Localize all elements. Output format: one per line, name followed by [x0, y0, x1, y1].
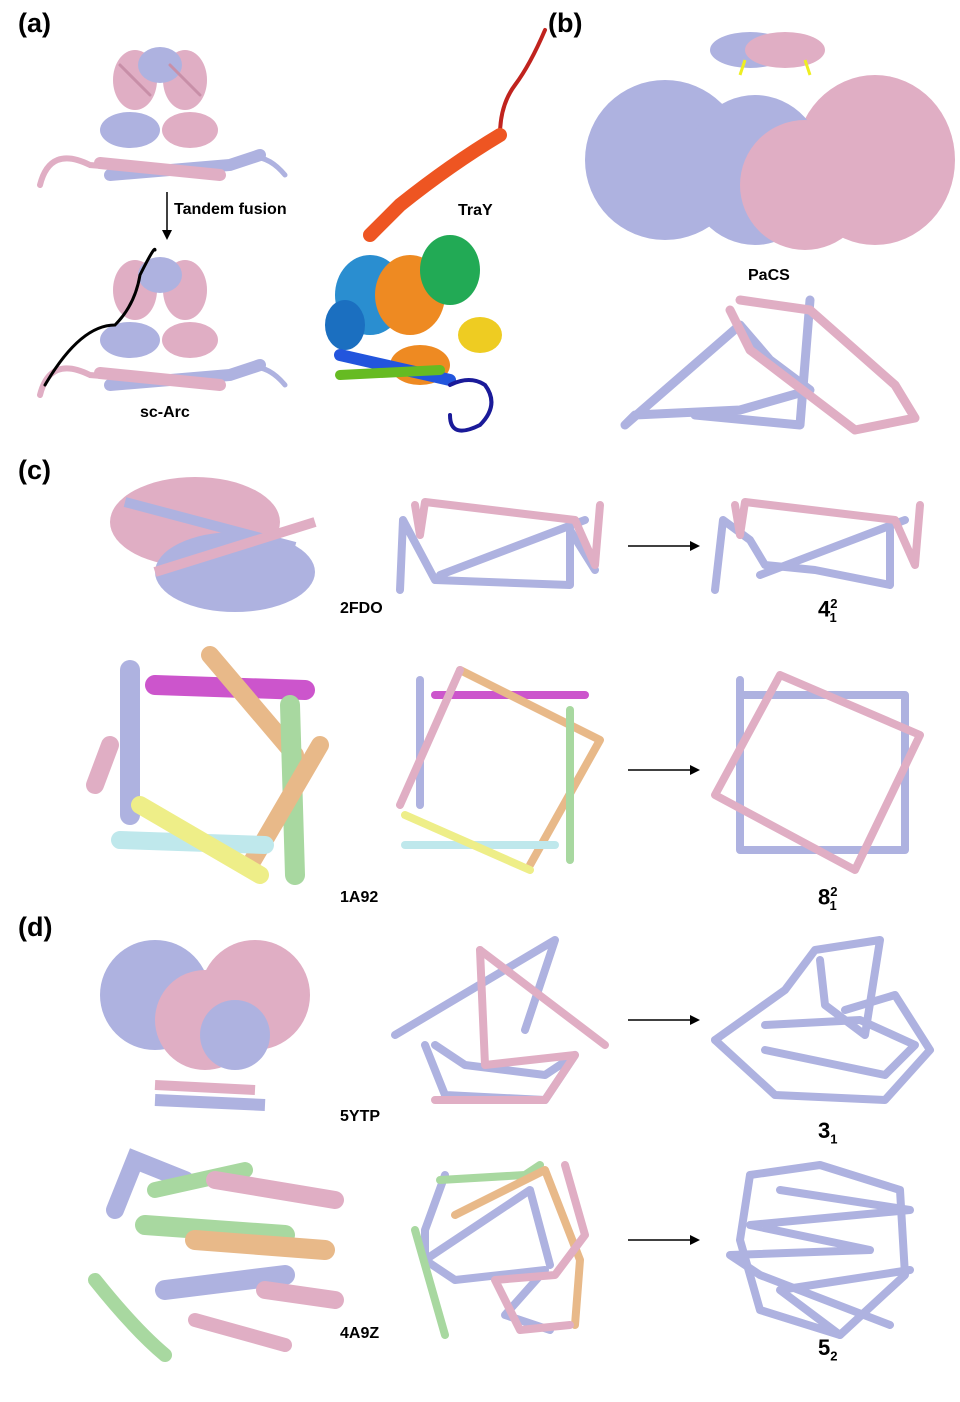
4a9z-knot-after	[726, 1161, 914, 1339]
arrow-right-icon	[628, 765, 700, 775]
tray-cartoon	[325, 28, 547, 433]
knot-sub: 1	[830, 1131, 838, 1147]
2fdo-label: 2FDO	[340, 600, 383, 617]
pacs-knot-diagram	[620, 295, 920, 435]
pacs-cartoon	[585, 32, 955, 250]
1a92-label: 1A92	[340, 889, 379, 906]
pacs-caption: PaCS	[748, 267, 790, 284]
arc-dimer-cartoon	[37, 47, 288, 188]
sc-arc-caption: sc-Arc	[140, 404, 190, 421]
sc-arc-cartoon	[37, 247, 288, 398]
knot-main: 4	[818, 596, 831, 622]
knot-sup: 2	[830, 596, 838, 611]
4a9z-knot-before	[411, 1161, 589, 1339]
arrow-right-icon	[628, 1235, 700, 1245]
panel-label-b: (b)	[548, 8, 583, 38]
1a92-cartoon	[86, 646, 329, 885]
knot-type-3-1: 31	[818, 1118, 837, 1146]
knot-sub: 1	[829, 897, 837, 913]
5ytp-label: 5YTP	[340, 1108, 381, 1125]
5ytp-knot-after	[711, 936, 934, 1104]
panel-label-a: (a)	[18, 8, 51, 38]
tandem-fusion-label: Tandem fusion	[174, 201, 287, 218]
arrow-right-icon	[628, 541, 700, 551]
panel-label-c: (c)	[18, 455, 51, 485]
knot-main: 3	[818, 1118, 831, 1143]
knot-sup: 2	[830, 884, 838, 899]
2fdo-cartoon	[110, 477, 317, 612]
knot-main: 8	[818, 884, 831, 910]
1a92-knot-after	[711, 671, 924, 874]
arrow-down-icon	[162, 192, 172, 240]
2fdo-knot-after	[711, 498, 924, 594]
2fdo-knot-before	[396, 498, 604, 594]
knot-type-4-2-1: 421	[818, 596, 837, 625]
4a9z-label: 4A9Z	[340, 1325, 380, 1342]
panel-label-d: (d)	[18, 912, 53, 942]
arrow-right-icon	[628, 1015, 700, 1025]
1a92-knot-before	[396, 666, 604, 874]
knot-sub: 2	[830, 1348, 838, 1364]
knot-type-8-2-1: 821	[818, 884, 837, 913]
5ytp-cartoon	[100, 940, 310, 1111]
5ytp-knot-before	[391, 936, 609, 1104]
knot-type-5-2: 52	[818, 1335, 837, 1363]
tray-caption: TraY	[458, 202, 493, 219]
knot-main: 5	[818, 1335, 831, 1360]
knot-sub: 1	[829, 609, 837, 625]
4a9z-cartoon	[88, 1148, 344, 1362]
